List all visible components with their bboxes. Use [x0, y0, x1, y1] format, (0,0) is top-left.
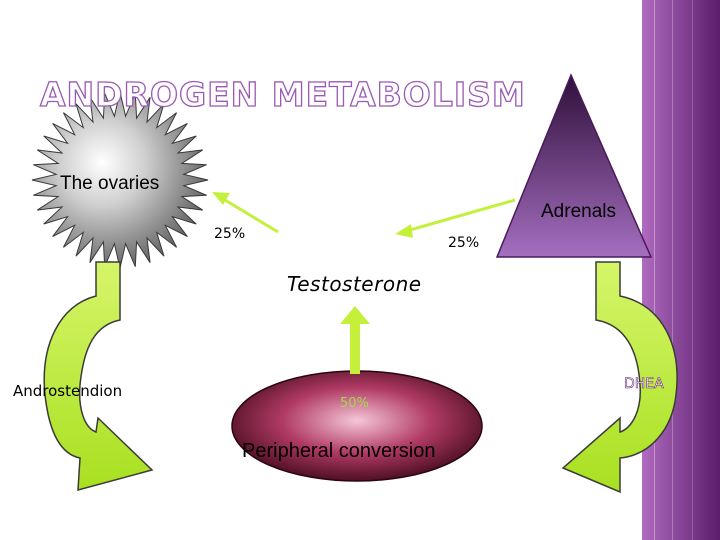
arrow-adrenals-to-testosterone: [395, 198, 516, 238]
sidebar-decoration: [642, 0, 720, 540]
androstendion-label: Androstendion: [13, 382, 123, 400]
page-title: ANDROGEN METABOLISM: [39, 75, 526, 114]
curved-arrow-right: [561, 261, 678, 494]
curved-arrow-left: [43, 261, 154, 491]
peripheral-conversion-label: Peripheral conversion: [242, 440, 436, 462]
arrow-ovaries-to-testosterone: [212, 192, 279, 234]
arrow-peripheral-to-testosterone: [340, 306, 370, 374]
ovaries-percentage: 25%: [214, 226, 246, 242]
adrenals-percentage: 25%: [448, 235, 480, 251]
adrenals-label: Adrenals: [541, 201, 616, 222]
peripheral-ellipse-shape: [231, 370, 483, 482]
dhea-label: DHEA: [624, 376, 664, 392]
ovaries-label: The ovaries: [60, 173, 160, 194]
adrenals-triangle-shape: [495, 73, 653, 258]
peripheral-percentage: 50%: [340, 396, 369, 411]
testosterone-label: Testosterone: [287, 272, 422, 296]
